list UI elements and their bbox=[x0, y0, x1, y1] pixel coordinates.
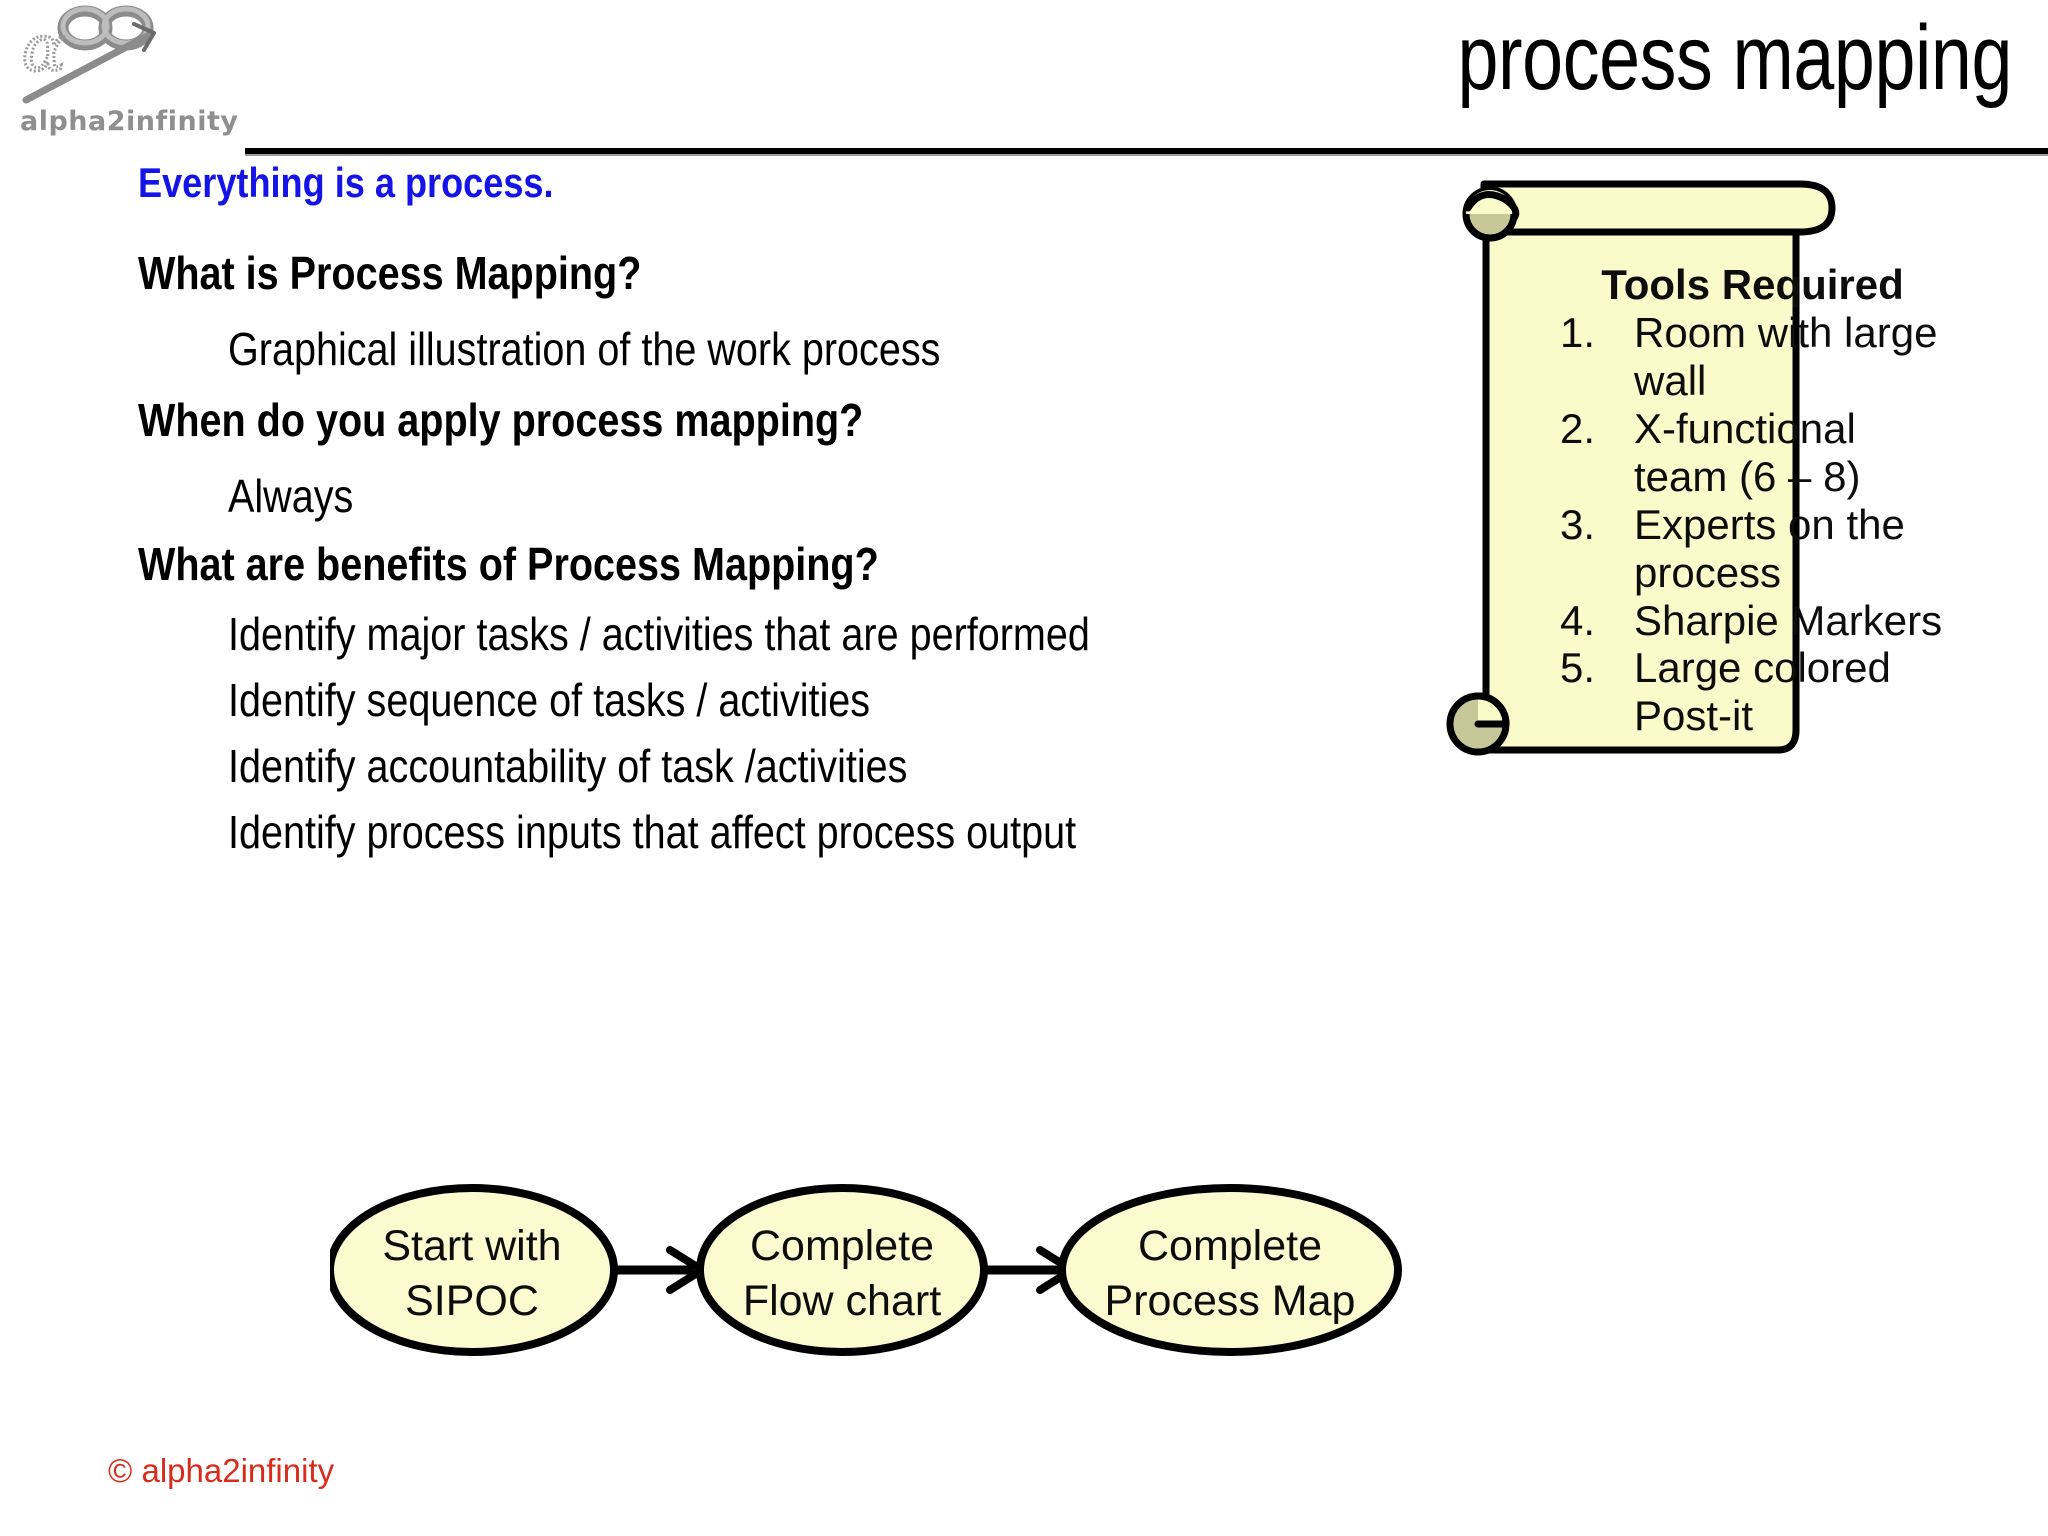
flow-node-ellipse bbox=[1058, 1184, 1402, 1356]
logo-wordmark: alpha2infinity bbox=[20, 106, 239, 137]
flow-connector-1 bbox=[614, 1246, 710, 1294]
scroll-bottom-curl-notch bbox=[1478, 696, 1506, 724]
flow-node-label-line1: Complete bbox=[1138, 1222, 1322, 1270]
tool-item-label: Experts on the process bbox=[1634, 500, 1905, 596]
answer-line-2-1: Always bbox=[228, 470, 354, 522]
scroll-top-roll bbox=[1480, 180, 1836, 236]
lead-statement: Everything is a process. bbox=[138, 159, 554, 206]
process-flow-chart: Start with SIPOC Complete Flow chart Com… bbox=[330, 1150, 1760, 1380]
question-heading-2: When do you apply process mapping? bbox=[138, 394, 864, 446]
slide-header: α alpha2infinity process mapping bbox=[0, 0, 2048, 170]
page-title: process mapping bbox=[1457, 7, 2013, 109]
answer-line-3-4: Identify process inputs that affect proc… bbox=[228, 806, 1077, 858]
answer-line-3-3: Identify accountability of task /activit… bbox=[228, 740, 908, 792]
tools-required-scroll bbox=[1446, 178, 2048, 778]
tool-item-label: Sharpie Markers bbox=[1634, 596, 1943, 644]
question-heading-1: What is Process Mapping? bbox=[138, 247, 642, 299]
header-divider bbox=[245, 148, 2048, 156]
flow-node-ellipse bbox=[330, 1184, 618, 1356]
scroll-graphic bbox=[1446, 180, 1836, 756]
alpha-icon: α bbox=[21, 11, 67, 88]
tool-item: 5. Large colored Post-it bbox=[1560, 644, 1945, 740]
tool-item-number: 5. bbox=[1560, 644, 1596, 692]
tool-item-label: X-functional team (6 – 8) bbox=[1634, 405, 1861, 500]
tool-item: 2. X-functional team (6 – 8) bbox=[1560, 405, 1945, 501]
flow-node-ellipse bbox=[696, 1184, 988, 1356]
answer-line-3-2: Identify sequence of tasks / activities bbox=[228, 674, 871, 726]
tool-item: 3. Experts on the process bbox=[1560, 501, 1945, 597]
tools-required-content: Tools Required 1. Room with large wall 2… bbox=[1560, 262, 1945, 740]
flow-node-label-line2: Process Map bbox=[1105, 1277, 1356, 1325]
tool-item-number: 3. bbox=[1560, 500, 1596, 548]
flow-node-label-line2: SIPOC bbox=[405, 1277, 539, 1325]
arrow-icon bbox=[22, 22, 156, 104]
alpha2infinity-logo: α alpha2infinity bbox=[18, 2, 248, 162]
tool-item-label: Room with large wall bbox=[1634, 309, 1938, 405]
flow-node-label-line1: Start with bbox=[382, 1222, 561, 1270]
tool-item-number: 1. bbox=[1560, 309, 1596, 357]
scroll-top-curl-stroke bbox=[1464, 191, 1520, 222]
flow-node-complete-flow-chart[interactable]: Complete Flow chart bbox=[696, 1184, 988, 1356]
flow-node-start-with-sipoc[interactable]: Start with SIPOC bbox=[330, 1184, 618, 1356]
logo-graphic: α alpha2infinity bbox=[20, 5, 239, 137]
svg-text:α: α bbox=[22, 12, 65, 86]
question-heading-3: What are benefits of Process Mapping? bbox=[138, 538, 879, 590]
tool-item: 1. Room with large wall bbox=[1560, 309, 1945, 405]
tool-item-number: 2. bbox=[1560, 405, 1596, 453]
answer-line-3-1: Identify major tasks / activities that a… bbox=[228, 608, 1090, 660]
answer-line-1-1: Graphical illustration of the work proce… bbox=[228, 323, 941, 375]
flow-node-label-line1: Complete bbox=[750, 1222, 934, 1270]
main-content: Everything is a process. What is Process… bbox=[0, 150, 1180, 910]
tool-item-number: 4. bbox=[1560, 596, 1596, 644]
tool-item-label: Large colored Post-it bbox=[1634, 644, 1891, 740]
tool-item: 4. Sharpie Markers bbox=[1560, 597, 1945, 645]
tools-required-title: Tools Required bbox=[1601, 261, 1904, 308]
flow-chart-graphic: Start with SIPOC Complete Flow chart Com… bbox=[330, 1184, 1402, 1356]
flow-node-label-line2: Flow chart bbox=[743, 1277, 941, 1325]
copyright-notice: © alpha2infinity bbox=[108, 1452, 335, 1489]
scroll-bottom-curl-stroke bbox=[1474, 692, 1510, 728]
flow-node-complete-process-map[interactable]: Complete Process Map bbox=[1058, 1184, 1402, 1356]
